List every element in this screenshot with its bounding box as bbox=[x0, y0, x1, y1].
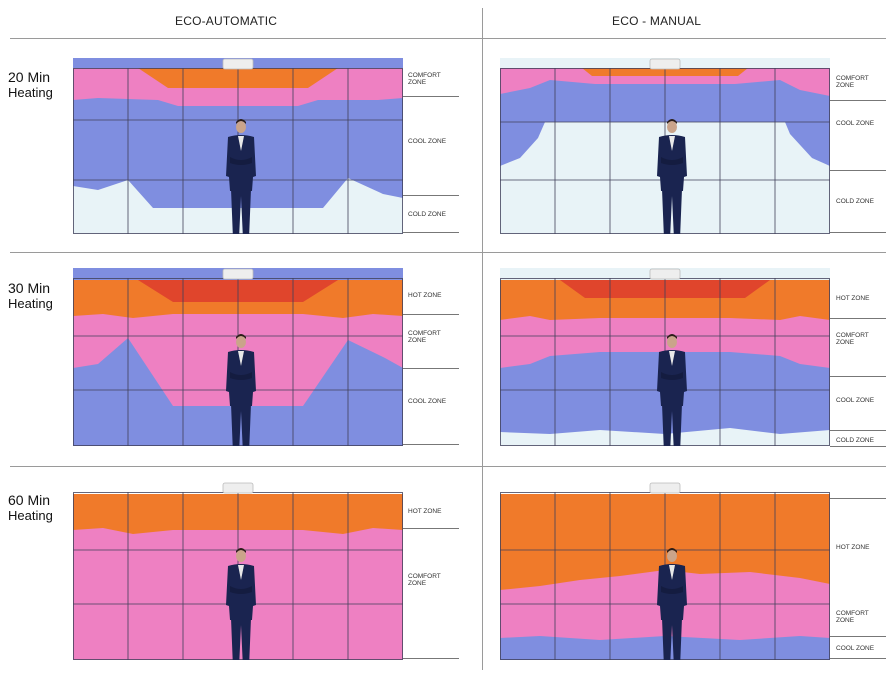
row-label-20min-heating: Heating bbox=[8, 85, 53, 100]
zone-label-manual30-cold: COLD ZONE bbox=[836, 437, 874, 444]
zone-label-auto30-cool: COOL ZONE bbox=[408, 398, 447, 405]
column-header-eco-manual: ECO - MANUAL bbox=[612, 14, 702, 28]
zone-label-auto30-hot: HOT ZONE bbox=[408, 292, 442, 299]
zone-label-manual60-comfort: COMFORT ZONE bbox=[836, 610, 869, 624]
zone-label-manual60-hot: HOT ZONE bbox=[836, 544, 870, 551]
column-header-eco-automatic: ECO-AUTOMATIC bbox=[175, 14, 278, 28]
heater-unit bbox=[649, 482, 681, 494]
person-figure bbox=[226, 548, 256, 660]
zone-label-auto60-comfort: COMFORT ZONE bbox=[408, 573, 441, 587]
zone-rule bbox=[403, 314, 459, 315]
diagram-auto-30min bbox=[73, 268, 403, 446]
zone-label-auto20-cool: COOL ZONE bbox=[408, 138, 447, 145]
row-label-20min: 20 Min Heating bbox=[8, 69, 53, 101]
row-label-60min-time: 60 Min bbox=[8, 492, 51, 508]
person-figure bbox=[226, 334, 256, 446]
zone-label-auto60-hot: HOT ZONE bbox=[408, 508, 442, 515]
diagram-manual-20min bbox=[500, 58, 830, 234]
column-divider bbox=[482, 8, 483, 670]
heater-unit bbox=[222, 268, 254, 280]
zone-rule bbox=[830, 446, 886, 447]
zone-label-manual60-cool: COOL ZONE bbox=[836, 645, 875, 652]
diagram-auto-60min bbox=[73, 482, 403, 660]
row-label-60min-heating: Heating bbox=[8, 508, 53, 523]
heater-unit bbox=[222, 482, 254, 494]
zone-rule bbox=[403, 444, 459, 445]
zone-label-manual20-cool: COOL ZONE bbox=[836, 120, 875, 127]
person-figure bbox=[657, 334, 687, 446]
zone-rule bbox=[403, 232, 459, 233]
zone-label-manual20-cold: COLD ZONE bbox=[836, 198, 874, 205]
row-divider-1 bbox=[10, 252, 886, 253]
diagram-manual-30min bbox=[500, 268, 830, 446]
zone-rule bbox=[830, 232, 886, 233]
person-figure bbox=[226, 119, 256, 234]
heater-unit bbox=[222, 58, 254, 70]
zone-rule bbox=[403, 195, 459, 196]
row-label-30min-time: 30 Min bbox=[8, 280, 51, 296]
zone-rule bbox=[403, 96, 459, 97]
zone-rule bbox=[830, 430, 886, 431]
zone-rule bbox=[403, 528, 459, 529]
zone-rule bbox=[403, 368, 459, 369]
zone-label-auto20-cold: COLD ZONE bbox=[408, 211, 446, 218]
row-label-20min-time: 20 Min bbox=[8, 69, 51, 85]
person-figure bbox=[657, 548, 687, 660]
zone-label-manual30-comfort: COMFORT ZONE bbox=[836, 332, 869, 346]
row-divider-2 bbox=[10, 466, 886, 467]
person-figure bbox=[657, 119, 687, 234]
row-label-30min-heating: Heating bbox=[8, 296, 53, 311]
zone-rule bbox=[830, 100, 886, 101]
zone-label-manual20-comfort: COMFORT ZONE bbox=[836, 75, 869, 89]
zone-rule bbox=[830, 170, 886, 171]
zone-label-manual30-cool: COOL ZONE bbox=[836, 397, 875, 404]
zone-rule bbox=[830, 318, 886, 319]
zone-label-manual30-hot: HOT ZONE bbox=[836, 295, 870, 302]
heater-unit bbox=[649, 58, 681, 70]
row-label-60min: 60 Min Heating bbox=[8, 492, 53, 524]
diagram-manual-60min bbox=[500, 482, 830, 660]
zone-rule bbox=[830, 376, 886, 377]
heater-unit bbox=[649, 268, 681, 280]
header-divider bbox=[10, 38, 886, 39]
row-label-30min: 30 Min Heating bbox=[8, 280, 53, 312]
diagram-auto-20min bbox=[73, 58, 403, 234]
zone-label-auto30-comfort: COMFORT ZONE bbox=[408, 330, 441, 344]
zone-rule bbox=[830, 498, 886, 499]
zone-rule bbox=[830, 636, 886, 637]
zone-rule bbox=[403, 658, 459, 659]
zone-rule bbox=[830, 658, 886, 659]
zone-label-auto20-comfort: COMFORT ZONE bbox=[408, 72, 441, 86]
